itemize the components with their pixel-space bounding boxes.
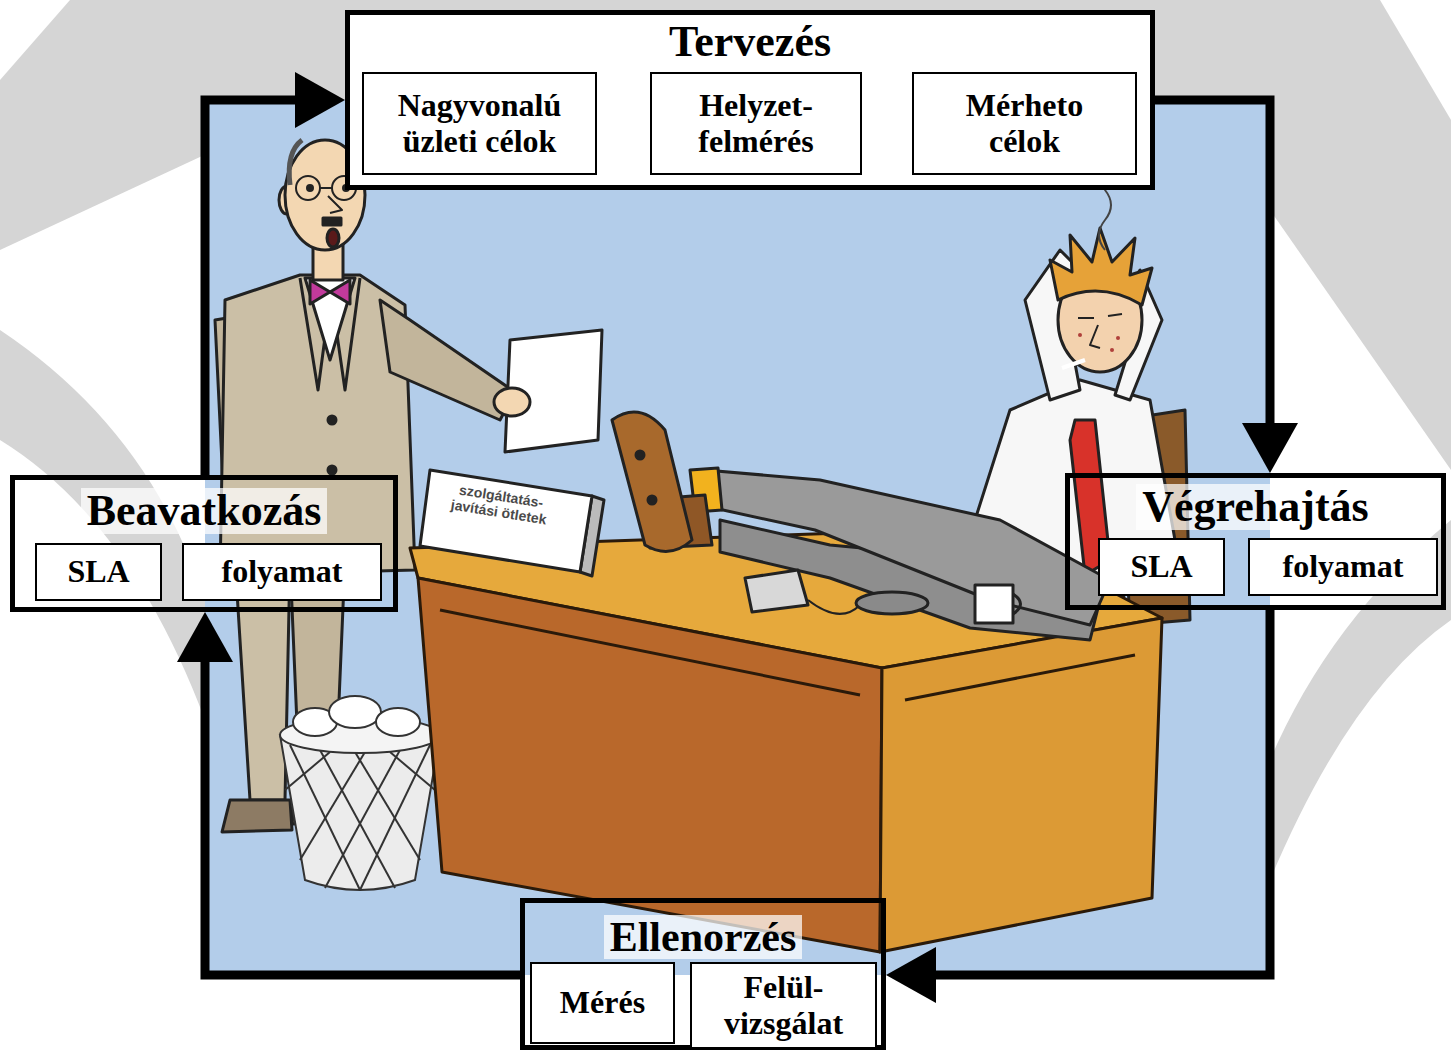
box-label: folyamat [1283,549,1404,584]
seated-man [1110,348,1114,352]
box-label: SLA [67,554,129,589]
phone-and-mug [808,600,860,614]
seated-man [1078,314,1122,318]
phase-heading: Ellenorzés [604,915,803,959]
desk [905,655,1135,700]
seated-man-legs [700,470,1110,625]
box-label: folyamat [222,554,343,589]
cycle-arrow [1155,100,1270,433]
seated-man-legs [612,412,1110,640]
phone-and-mug [745,570,808,612]
phone-and-mug [975,585,1013,623]
standing-man [328,466,336,474]
desk [440,610,860,695]
phase-box: Nagyvonalú üzleti célok Helyzet- felmérés… [345,10,1155,190]
step-box: Helyzet- felmérés [650,72,862,175]
standing-man [310,280,330,304]
standing-man [330,280,350,304]
standing-man [296,176,320,200]
box-label: Helyzet- felmérés [671,88,841,158]
seated-man-legs [612,412,692,551]
wastebasket [360,745,430,890]
standing-man [494,388,530,416]
wastebasket [280,696,440,890]
item-box: Felül- vizsgálat [690,962,877,1049]
item-box: folyamat [182,543,382,601]
desk [418,578,882,952]
desk-sign [420,470,592,572]
wastebasket [329,696,381,728]
box-label: SLA [1130,549,1192,584]
box-label: Mérheto célok [940,88,1110,158]
seated-man [1116,336,1120,340]
standing-man [305,278,355,360]
standing-man [323,218,341,225]
scene-background [205,100,1270,975]
seated-man [1062,360,1085,368]
seated-man [1078,333,1082,337]
phone-and-mug [745,570,1021,623]
standing-man [320,187,332,189]
cycle-arrow [926,610,1270,975]
item-box: SLA [35,543,162,601]
item-box: Mérés [530,962,675,1044]
box-label: Felül- vizsgálat [704,970,864,1040]
watermark-band [0,0,215,250]
wastebasket [280,735,440,890]
watermark-band [1255,0,1451,470]
phase-box: SLA folyamat Beavatkozás [10,475,398,612]
step-box: Nagyvonalú üzleti célok [362,72,597,175]
phase-heading: Tervezés [663,19,837,65]
standing-man [308,186,313,191]
phase-box: SLA folyamat Végrehajtás [1065,473,1446,610]
standing-man [328,416,336,424]
phone-and-mug [856,592,928,614]
phone-and-mug [1013,594,1021,614]
box-label: Mérés [560,985,645,1020]
cycle-arrow [205,100,305,475]
connector-group [205,100,1270,975]
item-box: folyamat [1248,538,1438,596]
step-box: Mérheto célok [912,72,1137,175]
phase-box: Mérés Felül- vizsgálat Ellenorzés [520,898,886,1050]
seated-man [1090,325,1100,348]
wastebasket [376,708,420,736]
phase-heading: Beavatkozás [81,488,328,534]
seated-man-legs [636,451,644,459]
standing-man [222,800,292,832]
desk [880,618,1162,952]
phase-heading: Végrehajtás [1136,484,1374,530]
seated-man-legs [648,496,656,504]
standing-man [328,196,342,213]
desk-sign-text: szolgáltatás- javítási ötletek [444,480,556,529]
item-box: SLA [1098,538,1225,596]
standing-man [327,229,339,247]
box-label: Nagyvonalú üzleti célok [375,88,585,158]
wastebasket [320,750,395,888]
wastebasket [325,750,400,888]
cycle-arrow [205,652,520,975]
seated-man [1050,228,1152,305]
desk-sign [420,470,604,576]
wastebasket [285,752,330,790]
